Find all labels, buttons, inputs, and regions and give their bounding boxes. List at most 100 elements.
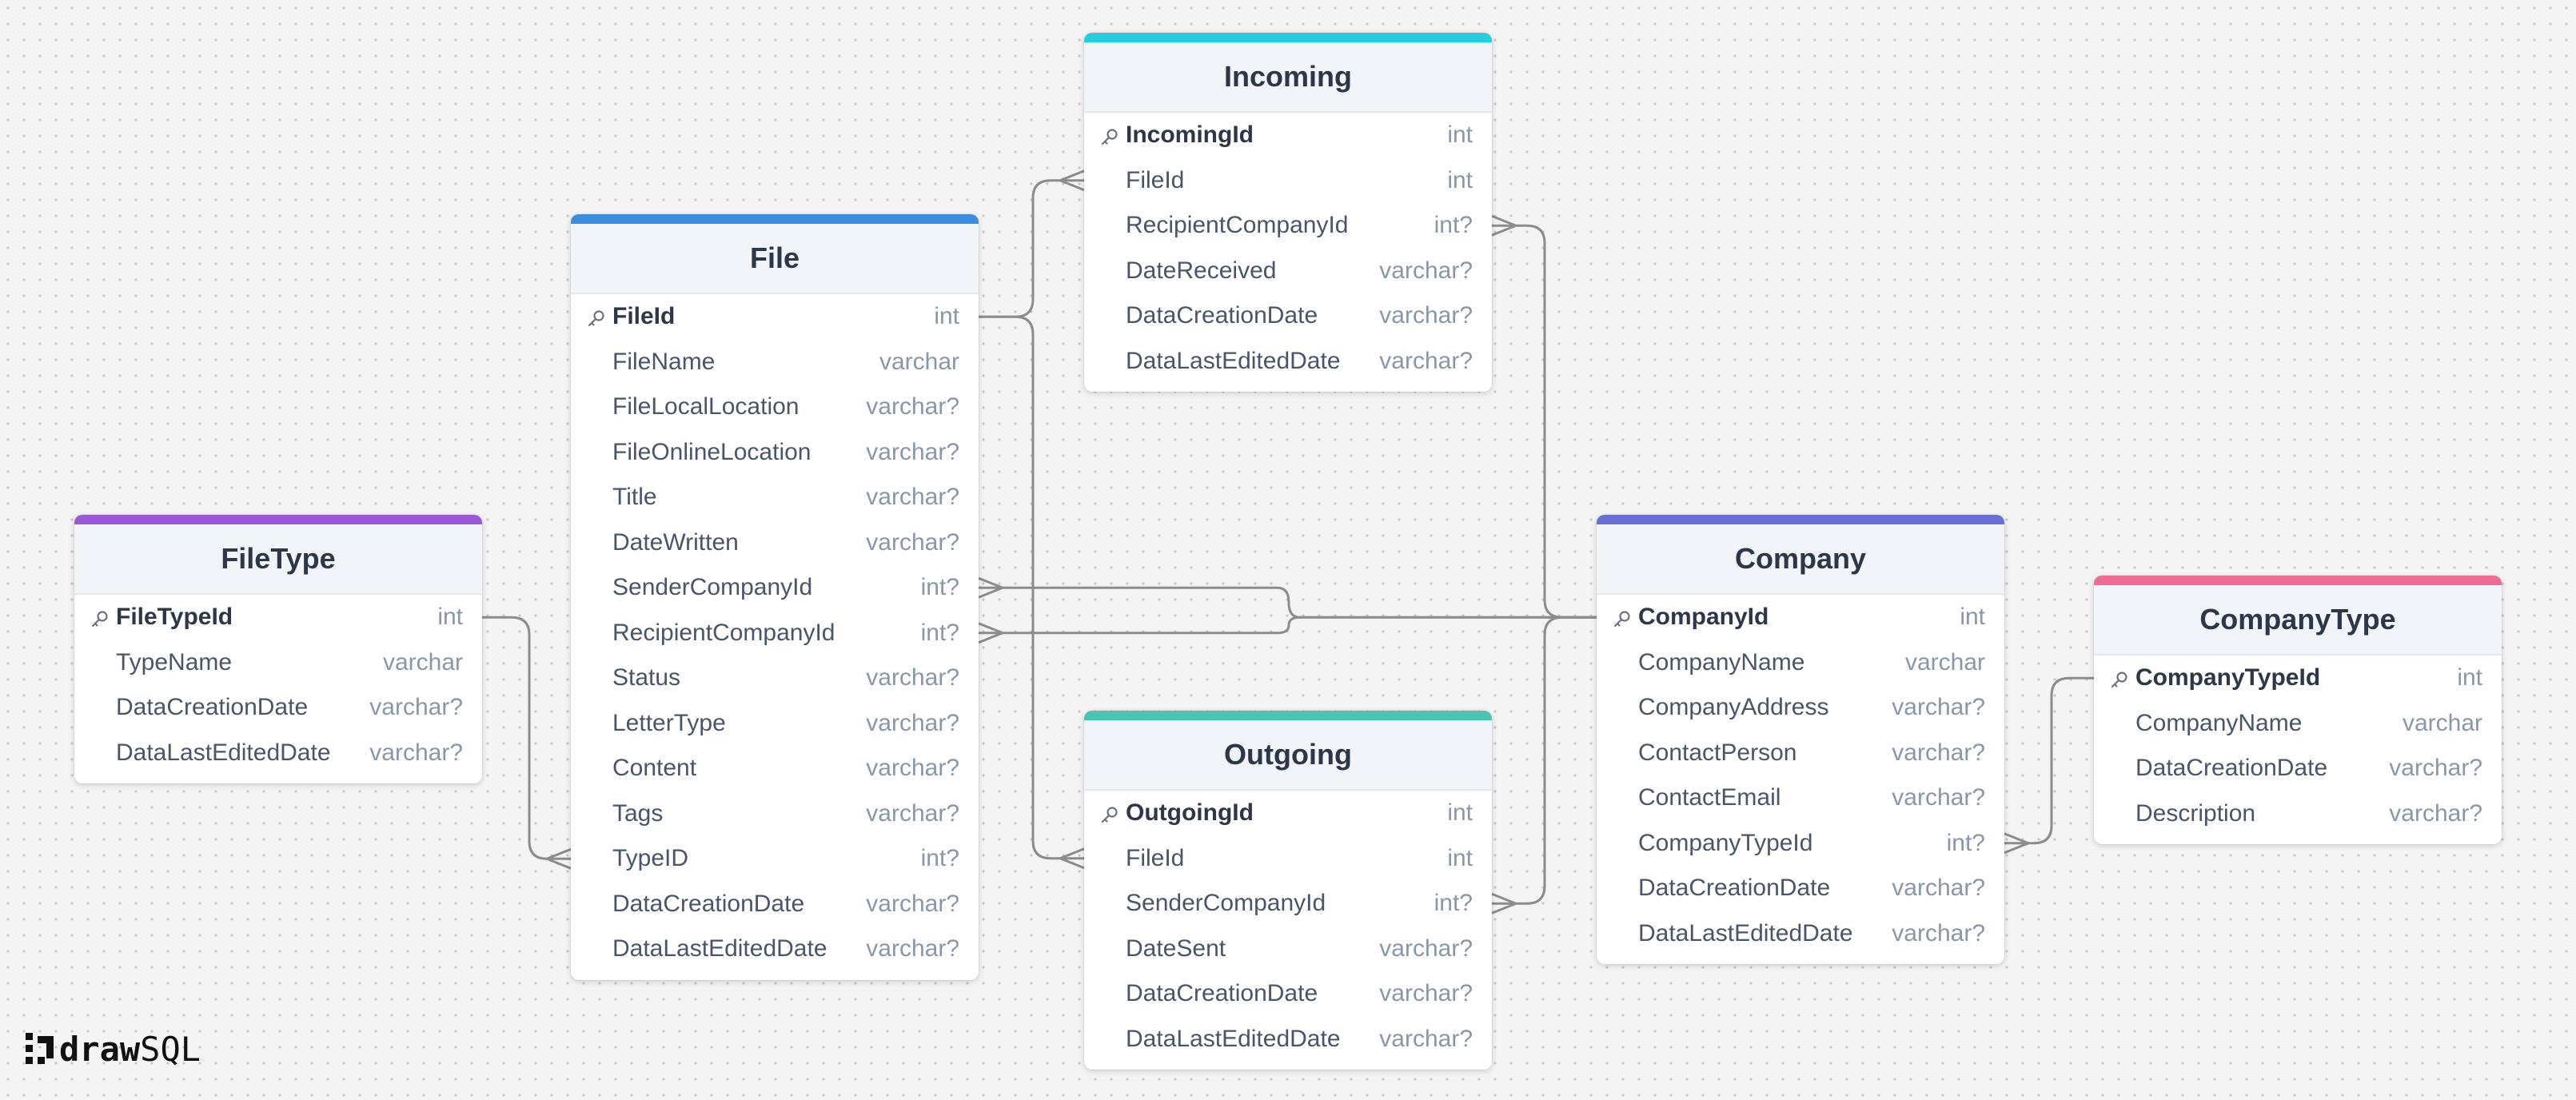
table-title[interactable]: Outgoing	[1084, 720, 1492, 791]
column-name: Tags	[612, 799, 664, 827]
column-type: int?	[920, 845, 959, 872]
column-type: int	[934, 303, 959, 330]
column-type: varchar?	[866, 664, 959, 691]
column-row[interactable]: LetterType varchar?	[571, 701, 979, 747]
table-color-bar	[1084, 33, 1492, 42]
primary-key-icon	[2110, 668, 2129, 688]
column-name: DataCreationDate	[1638, 875, 1831, 902]
crows-foot-icon	[978, 622, 1003, 644]
column-type: int?	[1434, 890, 1473, 917]
column-name: DataLastEditedDate	[1638, 919, 1853, 947]
column-type: varchar?	[866, 935, 959, 962]
column-type: int	[1447, 122, 1473, 149]
column-row[interactable]: OutgoingId int	[1084, 791, 1492, 836]
column-type: varchar?	[1892, 694, 1985, 721]
table-color-bar	[1084, 711, 1492, 720]
crows-foot-icon	[1491, 214, 1517, 237]
column-type: varchar?	[866, 890, 959, 917]
column-type: varchar?	[1379, 347, 1473, 374]
column-type: varchar?	[1892, 875, 1985, 902]
table-title[interactable]: CompanyType	[2094, 585, 2502, 656]
column-name: DataLastEditedDate	[1126, 1025, 1341, 1052]
column-row[interactable]: DataLastEditedDate varchar?	[1597, 911, 2004, 957]
column-name: SenderCompanyId	[612, 574, 813, 601]
column-name: Title	[612, 484, 657, 511]
column-type: varchar?	[369, 694, 463, 721]
column-type: varchar?	[2389, 799, 2482, 827]
column-name: DataLastEditedDate	[612, 935, 827, 962]
column-row[interactable]: DataCreationDate varchar?	[1597, 866, 2004, 911]
column-name: DataCreationDate	[1126, 302, 1318, 329]
column-type: varchar?	[866, 709, 959, 736]
column-type: varchar?	[1379, 935, 1473, 962]
column-name: ContactPerson	[1638, 739, 1797, 766]
column-type: int	[2457, 664, 2482, 691]
column-type: int?	[920, 619, 959, 646]
table-title[interactable]: Incoming	[1084, 42, 1492, 113]
table-title[interactable]: FileType	[74, 524, 482, 595]
column-name: FileOnlineLocation	[612, 438, 811, 465]
table-title[interactable]: Company	[1597, 524, 2004, 595]
column-type: varchar?	[1379, 1025, 1473, 1052]
column-name: CompanyId	[1638, 604, 1769, 631]
column-type: int	[1447, 799, 1473, 827]
column-type: varchar?	[1379, 257, 1473, 284]
column-name: Content	[612, 755, 697, 782]
column-name: LetterType	[612, 709, 726, 736]
column-row[interactable]: DataLastEditedDate varchar?	[1084, 1017, 1492, 1062]
column-type: varchar?	[1892, 919, 1985, 947]
crows-foot-icon	[1491, 892, 1517, 915]
relation-line	[979, 179, 1060, 318]
column-name: OutgoingId	[1126, 799, 1254, 827]
column-row[interactable]: DataLastEditedDate varchar?	[571, 927, 979, 972]
table-title[interactable]: File	[571, 224, 979, 294]
relation-line	[1003, 586, 1597, 619]
column-name: TypeName	[116, 648, 233, 676]
column-type: varchar?	[866, 393, 959, 420]
